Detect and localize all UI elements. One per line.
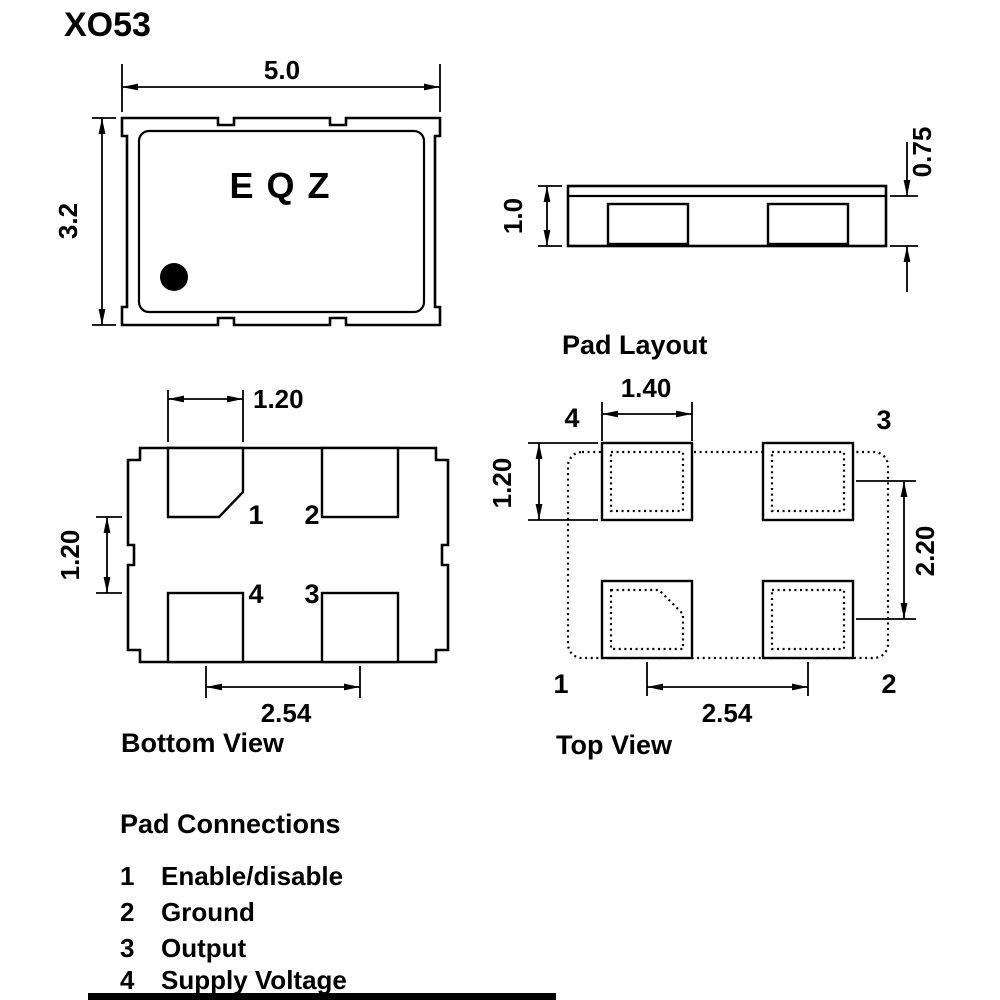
bottom-pad-number-1: 1	[248, 500, 263, 530]
chip-marking-label: EQZ	[229, 165, 342, 206]
pad-connection-row: 2 Ground	[120, 897, 255, 927]
top-pad-number-3: 3	[876, 405, 891, 435]
dim-label-top-pad-width: 1.40	[621, 373, 672, 403]
pin1-dot	[160, 263, 188, 291]
dim-top-pad-width: 1.40	[601, 373, 693, 441]
dim-label-top-pad-height: 1.20	[487, 458, 517, 509]
top-view: 4 3 1 2 1.40 1.20 2.20	[487, 373, 940, 760]
bottom-pad-number-4: 4	[248, 579, 263, 609]
bottom-pad-number-3: 3	[304, 579, 319, 609]
dim-side-ceramic: 0.75	[890, 127, 937, 292]
pad-connection-row: 4 Supply Voltage	[120, 965, 347, 995]
top-pad-number-2: 2	[881, 669, 896, 699]
pad-connections-heading: Pad Connections	[120, 809, 341, 839]
pad-3-bottom-right	[320, 591, 400, 664]
dim-label-side-height: 1.0	[498, 198, 528, 234]
pad-connection-row: 1 Enable/disable	[120, 861, 343, 891]
land-2-inner-dotted	[770, 588, 846, 651]
package-lid	[137, 129, 426, 314]
land-3-top-right	[761, 441, 855, 522]
top-view-caption: Top View	[556, 730, 673, 760]
pad-connection-label: Enable/disable	[161, 861, 343, 891]
land-4-top-left	[600, 441, 694, 522]
dim-label-bottom-pad-pitch: 2.54	[261, 698, 312, 728]
pad-connection-label: Supply Voltage	[161, 965, 347, 995]
dim-label-body-height: 3.2	[53, 203, 83, 239]
pad-1-top-left	[166, 446, 245, 519]
dim-label-top-pitch-horizontal: 2.54	[702, 698, 753, 728]
dim-label-top-pitch-vertical: 2.20	[910, 526, 940, 577]
pad-connection-row: 3 Output	[120, 933, 247, 963]
top-body-outline-dotted	[566, 450, 890, 660]
pad-4-bottom-left	[166, 591, 245, 664]
pad-connection-number: 4	[120, 965, 135, 995]
bottom-outline	[126, 446, 450, 664]
dim-side-height: 1.0	[498, 185, 562, 247]
dim-bottom-pad-gap: 1.20	[55, 516, 122, 594]
pad-connection-number: 3	[120, 933, 134, 963]
dim-bottom-pad-pitch: 2.54	[205, 666, 361, 728]
pad-connection-label: Output	[161, 933, 247, 963]
dim-top-pad-height: 1.20	[487, 442, 598, 521]
bottom-view-caption: Bottom View	[121, 728, 285, 758]
page-title: XO53	[64, 6, 151, 44]
dim-top-pitch-vertical: 2.20	[856, 480, 940, 620]
dim-body-height: 3.2	[53, 117, 116, 326]
dim-body-width: 5.0	[121, 55, 441, 112]
bottom-view: 1 2 4 3 1.20 1.20 2.54 Bottom View	[55, 384, 450, 758]
dim-label-bottom-pad-width: 1.20	[253, 384, 304, 414]
side-pad-right	[766, 202, 850, 246]
top-pad-number-4: 4	[564, 403, 579, 433]
land-1-bottom-left	[600, 579, 694, 660]
land-3-inner-dotted	[770, 450, 846, 513]
side-body	[566, 184, 888, 248]
pad-2-top-right	[320, 446, 400, 519]
dim-bottom-pad-width: 1.20	[167, 384, 304, 442]
dim-label-side-ceramic: 0.75	[907, 127, 937, 178]
front-view: EQZ 5.0 3.2	[53, 55, 442, 327]
pad-connections-section: Pad Connections 1 Enable/disable 2 Groun…	[120, 809, 347, 995]
land-4-inner-dotted	[609, 450, 685, 513]
dim-top-pitch-horizontal: 2.54	[646, 662, 809, 728]
pad-layout-heading: Pad Layout	[562, 330, 708, 360]
bottom-pad-number-2: 2	[304, 500, 319, 530]
side-view: 1.0 0.75	[498, 127, 937, 292]
land-1-inner-dotted-chamfer	[609, 588, 685, 651]
land-2-bottom-right	[761, 579, 855, 660]
package-outline	[120, 116, 442, 327]
dim-label-body-width: 5.0	[264, 55, 300, 85]
pad-connection-number: 1	[120, 861, 134, 891]
top-pad-number-1: 1	[553, 669, 568, 699]
bottom-bar	[88, 993, 556, 1000]
pad-connection-number: 2	[120, 897, 134, 927]
side-pad-left	[606, 202, 690, 246]
dim-label-bottom-pad-gap: 1.20	[55, 530, 85, 581]
pad-connection-label: Ground	[161, 897, 255, 927]
